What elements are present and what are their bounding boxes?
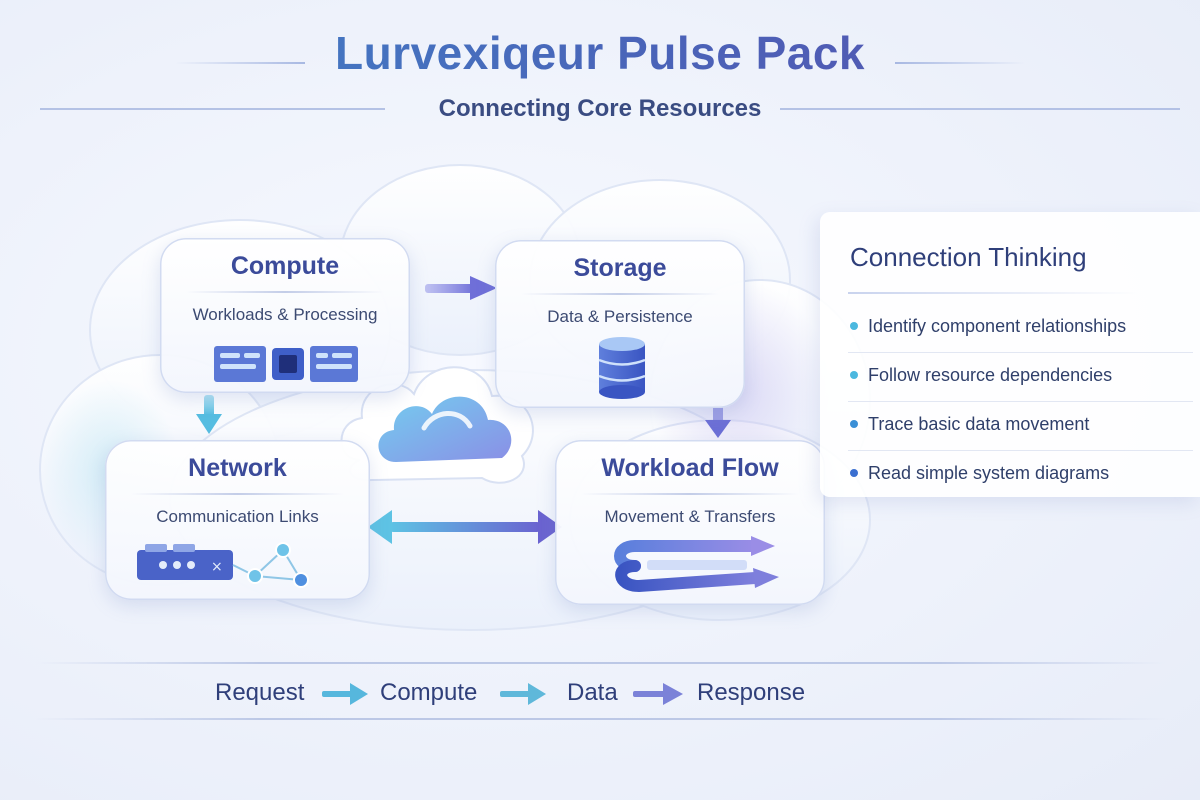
arrow-storage-to-workload [705,405,731,438]
subtitle-rule-left [40,108,385,110]
flow-step-data: Data [567,679,618,706]
panel-list: Identify component relationships Follow … [848,304,1193,500]
storage-divider [521,293,719,295]
title-rule-left [175,62,305,64]
panel-title-rule [848,292,1138,294]
network-divider [131,493,344,495]
arrow-network-workload [368,510,562,544]
arrow-right-icon [500,683,546,705]
flow-rule-bottom [35,718,1165,720]
workload-title: Workload Flow [601,454,779,482]
list-item: Read simple system diagrams [848,451,1193,500]
workload-flow-card[interactable]: Workload Flow Movement & Transfers [555,440,825,605]
bullet-icon [850,371,858,379]
subtitle-rule-right [780,108,1180,110]
workload-subtitle: Movement & Transfers [604,506,776,526]
compute-divider [186,291,384,293]
page-title: Lurvexiqeur Pulse Pack [0,26,1200,80]
bullet-icon [850,469,858,477]
transfer-icon [614,536,779,593]
compute-card[interactable]: Compute Workloads & Processing [160,238,410,393]
list-item: Follow resource dependencies [848,353,1193,402]
bullet-icon [850,322,858,330]
flow-step-request: Request [215,679,305,706]
list-item-label: Trace basic data movement [868,414,1090,434]
flow-step-response: Response [697,679,806,706]
bullet-icon [850,420,858,428]
page-subtitle: Connecting Core Resources [438,95,762,122]
arrow-right-icon [633,683,683,705]
panel-title: Connection Thinking [850,242,1087,272]
storage-card[interactable]: Storage Data & Persistence [495,240,745,408]
database-icon [598,337,646,399]
flow-rule-top [35,662,1165,664]
list-item: Trace basic data movement [848,402,1193,451]
compute-title: Compute [230,252,340,280]
storage-subtitle: Data & Persistence [547,306,693,326]
arrow-compute-to-storage [425,276,497,300]
network-title: Network [188,454,287,482]
arrow-compute-to-network [196,395,222,434]
network-subtitle: Communication Links [156,506,319,526]
network-card[interactable]: Network Communication Links × [105,440,370,600]
list-item: Identify component relationships [848,304,1193,353]
connection-thinking-panel: Connection Thinking Identify component r… [820,212,1200,497]
workload-divider [581,493,799,495]
request-flow: Request Compute Data Response [0,675,1200,715]
server-icon [214,346,358,382]
cloud-icon [340,366,534,484]
arrow-right-icon [322,683,368,705]
list-item-label: Follow resource dependencies [868,365,1113,385]
list-item-label: Identify component relationships [868,316,1127,336]
list-item-label: Read simple system diagrams [868,463,1110,483]
flow-step-compute: Compute [380,679,478,706]
svg-text:×: × [211,559,223,575]
compute-subtitle: Workloads & Processing [192,304,378,324]
network-icon: × [137,542,309,588]
storage-title: Storage [573,254,667,282]
